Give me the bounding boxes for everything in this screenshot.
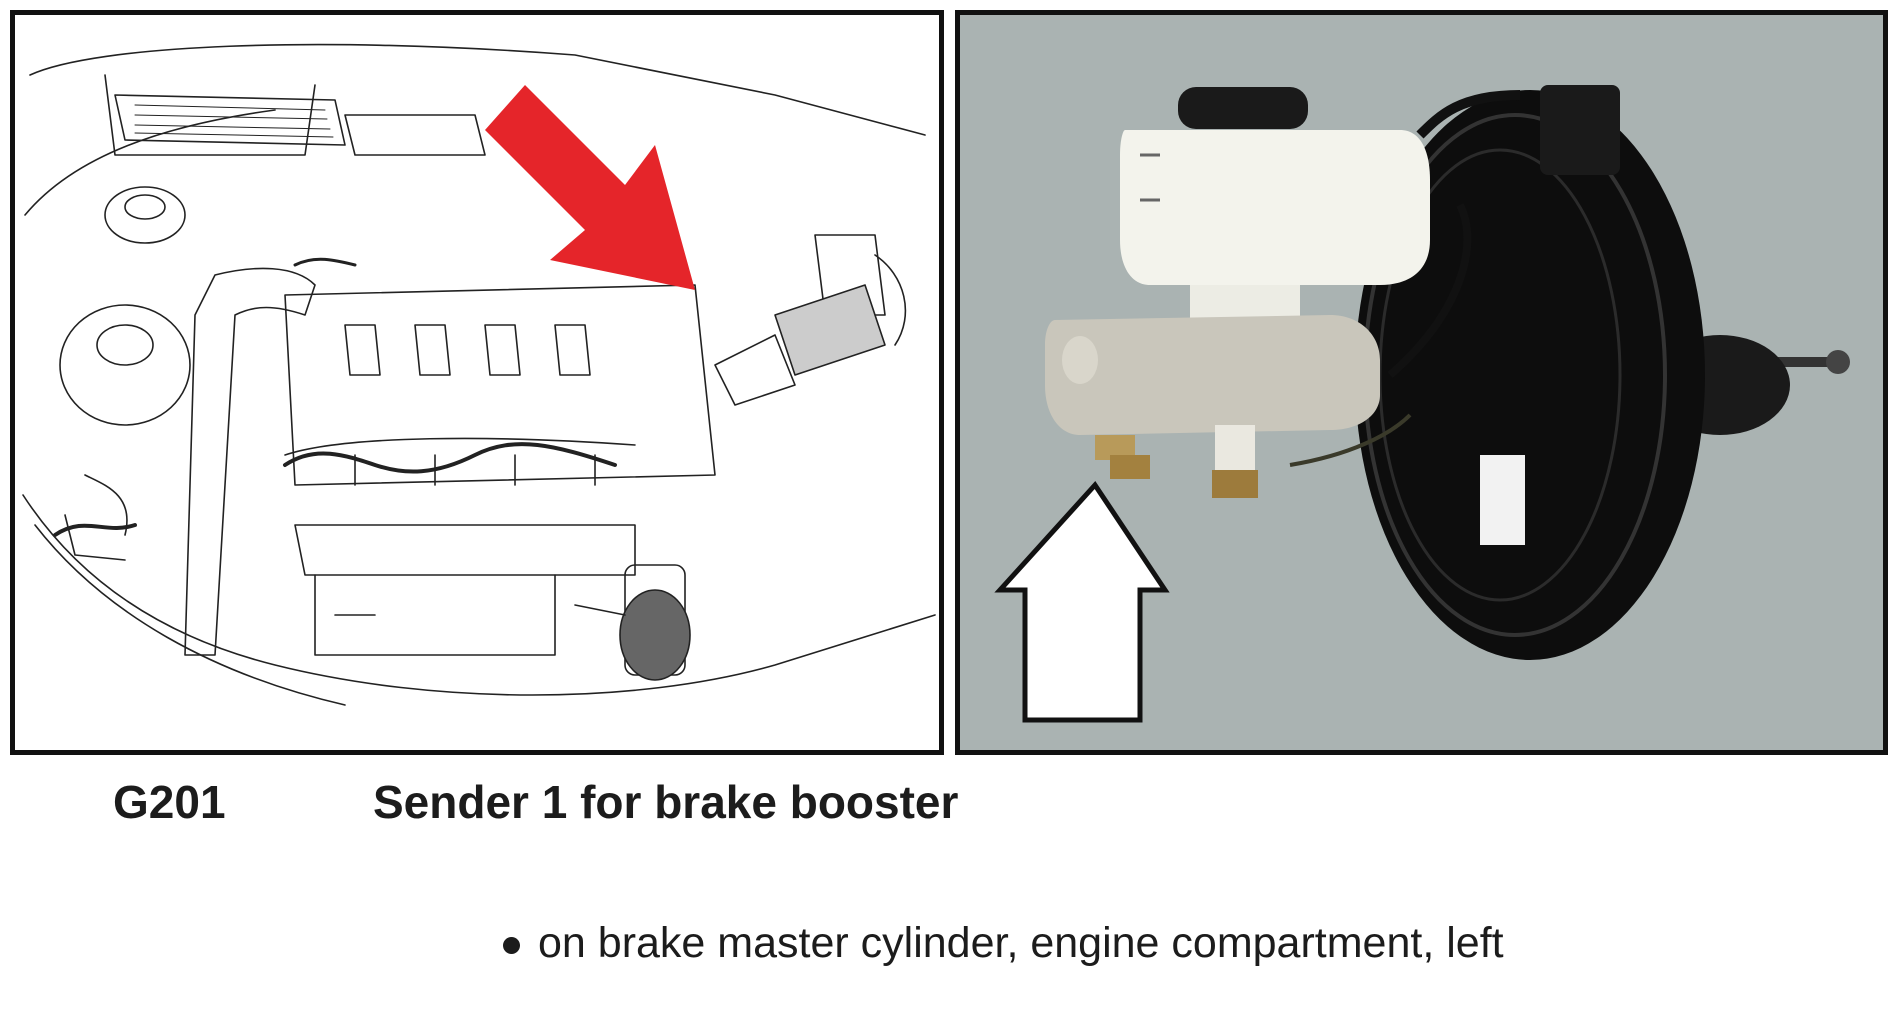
coolant-reservoir xyxy=(59,186,191,561)
battery-box xyxy=(294,524,636,656)
ecu-box xyxy=(344,114,486,156)
booster-body xyxy=(1355,90,1790,660)
brake-master-cylinder-sketch xyxy=(714,234,907,406)
electrical-connector xyxy=(1540,85,1620,175)
body-outline xyxy=(22,43,936,706)
brake-booster-photo xyxy=(955,10,1888,755)
bullet-text: on brake master cylinder, engine compart… xyxy=(538,919,1504,967)
master-cylinder xyxy=(1045,315,1380,498)
cowl-grille xyxy=(114,94,346,146)
booster-photo-svg xyxy=(960,15,1883,750)
bullet-dot-icon xyxy=(503,937,520,954)
wiring-harness xyxy=(53,257,617,537)
component-title: Sender 1 for brake booster xyxy=(373,776,959,828)
engine-block xyxy=(284,284,716,486)
intake-pipe xyxy=(184,267,316,656)
red-pointer-arrow xyxy=(485,85,695,290)
sender-wiring xyxy=(1289,85,1620,467)
air-filter-canister xyxy=(574,564,691,681)
white-pointer-arrow xyxy=(994,480,1170,723)
component-code: G201 xyxy=(113,776,226,828)
fluid-reservoir xyxy=(1120,87,1430,325)
engine-drawing-svg xyxy=(22,43,936,706)
booster-label-sticker xyxy=(1480,455,1525,545)
engine-compartment-drawing xyxy=(10,10,944,755)
